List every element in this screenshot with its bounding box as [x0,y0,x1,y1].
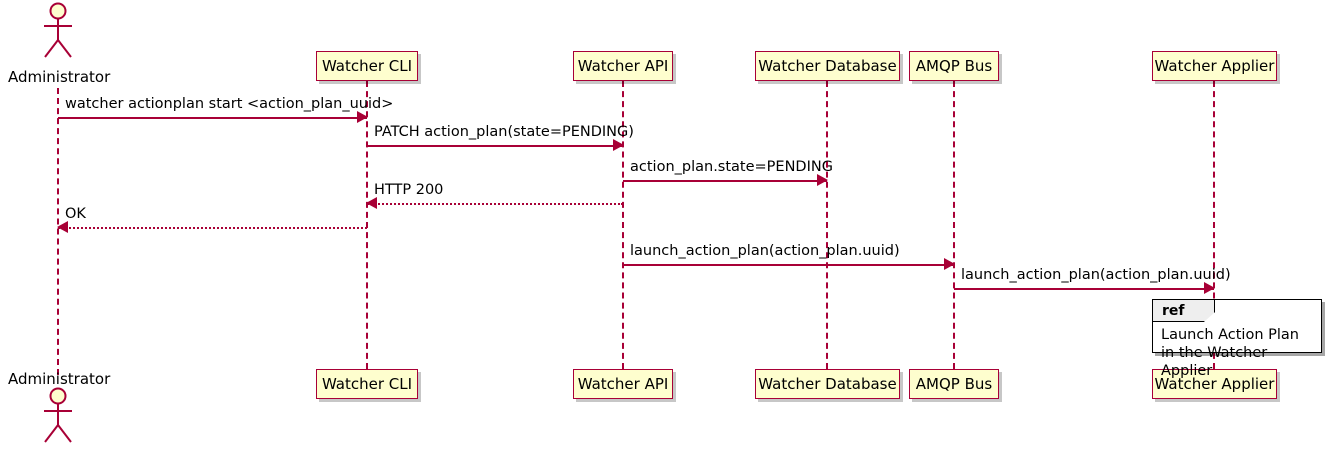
participant-amqp-bus-foot[interactable]: AMQP Bus [909,369,999,399]
message-line [954,288,1214,290]
lifeline-watcher-applier [1213,81,1215,369]
participant-label: Watcher CLI [321,57,413,75]
lifeline-watcher-cli [366,81,368,369]
arrow-head-icon [366,197,377,209]
message-line [623,180,827,182]
participant-watcher-api-head[interactable]: Watcher API [573,51,673,81]
participant-watcher-database-foot[interactable]: Watcher Database [755,369,900,399]
participant-label: Watcher Applier [1154,375,1275,393]
actor-glyph-administrator [38,2,78,60]
arrow-head-icon [817,174,828,186]
lifeline-amqp-bus [953,81,955,369]
participant-label: Watcher Database [758,375,897,393]
message-label: launch_action_plan(action_plan.uuid) [630,243,900,259]
ref-fragment-text: Launch Action Plan in the Watcher Applie… [1161,327,1299,379]
arrow-head-icon [57,221,68,233]
message-label: watcher actionplan start <action_plan_uu… [65,96,394,112]
message-line [367,145,623,147]
participant-label: Watcher API [577,375,669,393]
message-label: action_plan.state=PENDING [630,159,833,175]
participant-label: Watcher Database [758,57,897,75]
message-line [58,117,367,119]
participant-watcher-api-foot[interactable]: Watcher API [573,369,673,399]
lifeline-watcher-api [622,81,624,369]
participant-watcher-cli-foot[interactable]: Watcher CLI [316,369,418,399]
arrow-head-icon [357,111,368,123]
participant-watcher-cli-head[interactable]: Watcher CLI [316,51,418,81]
message-line [367,203,623,205]
actor-label-administrator-foot: Administrator [8,370,111,388]
message-label: launch_action_plan(action_plan.uuid) [961,267,1231,283]
participant-label: AMQP Bus [915,375,993,393]
participant-label: Watcher CLI [321,375,413,393]
participant-watcher-applier-head[interactable]: Watcher Applier [1152,51,1277,81]
participant-label: Watcher Applier [1154,57,1275,75]
message-line [623,264,954,266]
participant-label: Watcher API [577,57,669,75]
message-label: HTTP 200 [374,182,444,198]
lifeline-watcher-database [826,81,828,369]
participant-amqp-bus-head[interactable]: AMQP Bus [909,51,999,81]
actor-label-administrator-head: Administrator [8,68,111,86]
message-line [58,227,367,229]
arrow-head-icon [613,139,624,151]
participant-watcher-applier-foot[interactable]: Watcher Applier [1152,369,1277,399]
participant-label: AMQP Bus [915,57,993,75]
actor-glyph-administrator [38,387,78,445]
arrow-head-icon [944,258,955,270]
arrow-head-icon [1204,282,1215,294]
ref-fragment-tab-label: ref [1153,300,1215,322]
message-label: PATCH action_plan(state=PENDING) [374,124,634,140]
message-label: OK [65,206,86,222]
participant-watcher-database-head[interactable]: Watcher Database [755,51,900,81]
